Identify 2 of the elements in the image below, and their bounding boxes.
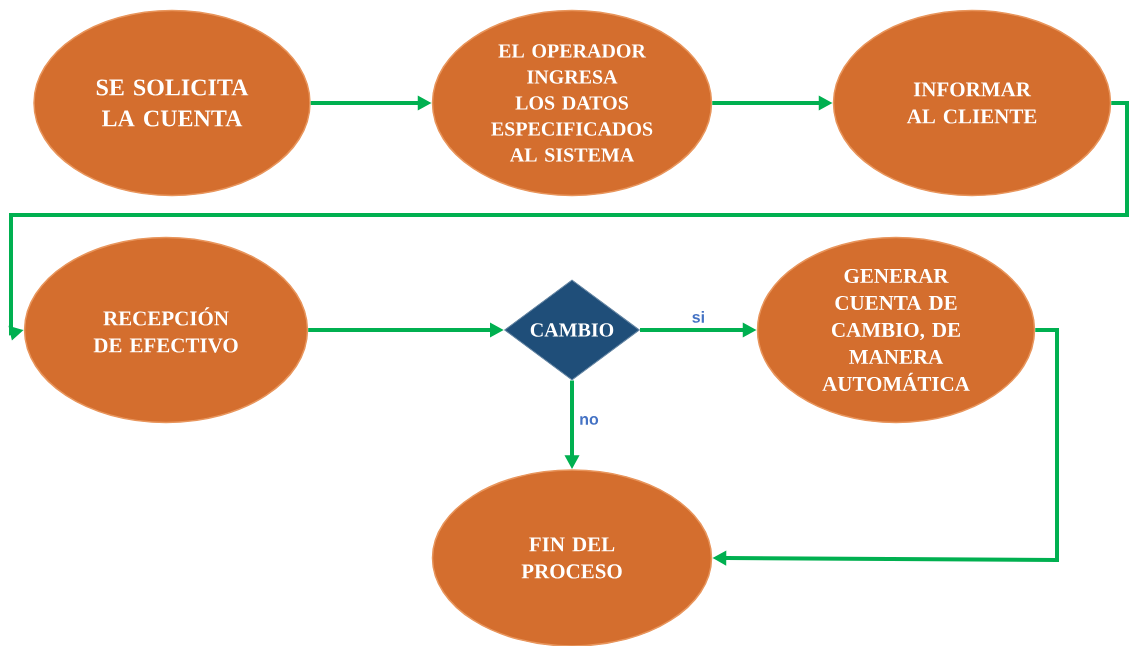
edge-label: no [580,416,599,425]
edge-label: si [692,311,704,323]
